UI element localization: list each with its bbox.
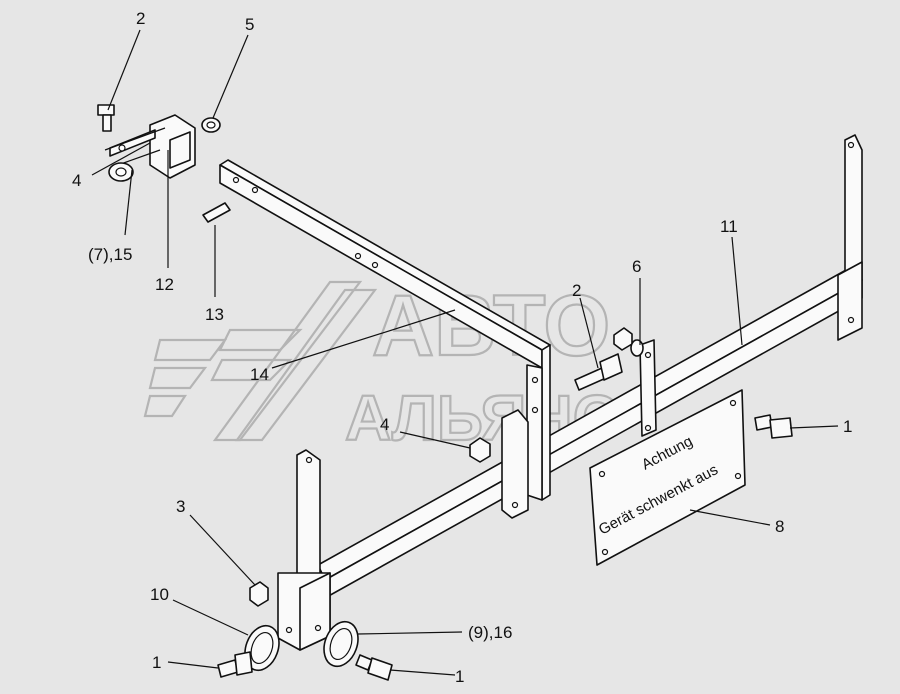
pin xyxy=(202,202,231,223)
callout-1-bottom-left: 1 xyxy=(152,653,161,672)
callout-2-middle: 2 xyxy=(572,281,581,300)
callout-8: 8 xyxy=(775,517,784,536)
lock-clip xyxy=(108,144,134,182)
nut-middle xyxy=(469,437,491,463)
watermark-logo xyxy=(143,280,378,442)
callout-3: 3 xyxy=(176,497,185,516)
plate-bracket xyxy=(639,339,657,437)
callout-1-bottom-middle: 1 xyxy=(455,667,464,686)
leader-lines xyxy=(91,29,839,676)
callout-2-top: 2 xyxy=(136,9,145,28)
callout-11: 11 xyxy=(720,217,738,236)
callout-5: 5 xyxy=(245,15,254,34)
middle-bracket xyxy=(501,409,529,519)
callout-1-right: 1 xyxy=(843,417,852,436)
callout-4-middle: 4 xyxy=(380,415,389,434)
washer-top xyxy=(201,117,221,133)
left-post xyxy=(277,449,331,651)
callout-6: 6 xyxy=(632,257,641,276)
callout-14: 14 xyxy=(250,365,269,384)
callout-9-16: (9),16 xyxy=(468,623,512,642)
callout-4-top: 4 xyxy=(72,171,81,190)
callout-7-15: (7),15 xyxy=(88,245,132,264)
bolt-bottom-left xyxy=(217,651,253,678)
frame-bar xyxy=(219,159,551,501)
callout-13: 13 xyxy=(205,305,224,324)
callout-10: 10 xyxy=(150,585,169,604)
callout-labels: 2 5 4 (7),15 12 13 14 11 6 2 4 1 8 3 10 … xyxy=(72,9,852,686)
right-post xyxy=(837,134,863,341)
bolt-top xyxy=(97,104,115,132)
nut-washer xyxy=(613,327,644,357)
reflector-left xyxy=(244,624,280,672)
callout-12: 12 xyxy=(155,275,174,294)
nut-lower xyxy=(249,581,269,607)
bolt-middle xyxy=(574,353,623,391)
reflector-right xyxy=(323,620,359,668)
bolt-bottom-middle xyxy=(355,654,393,681)
bolt-right xyxy=(754,414,793,439)
